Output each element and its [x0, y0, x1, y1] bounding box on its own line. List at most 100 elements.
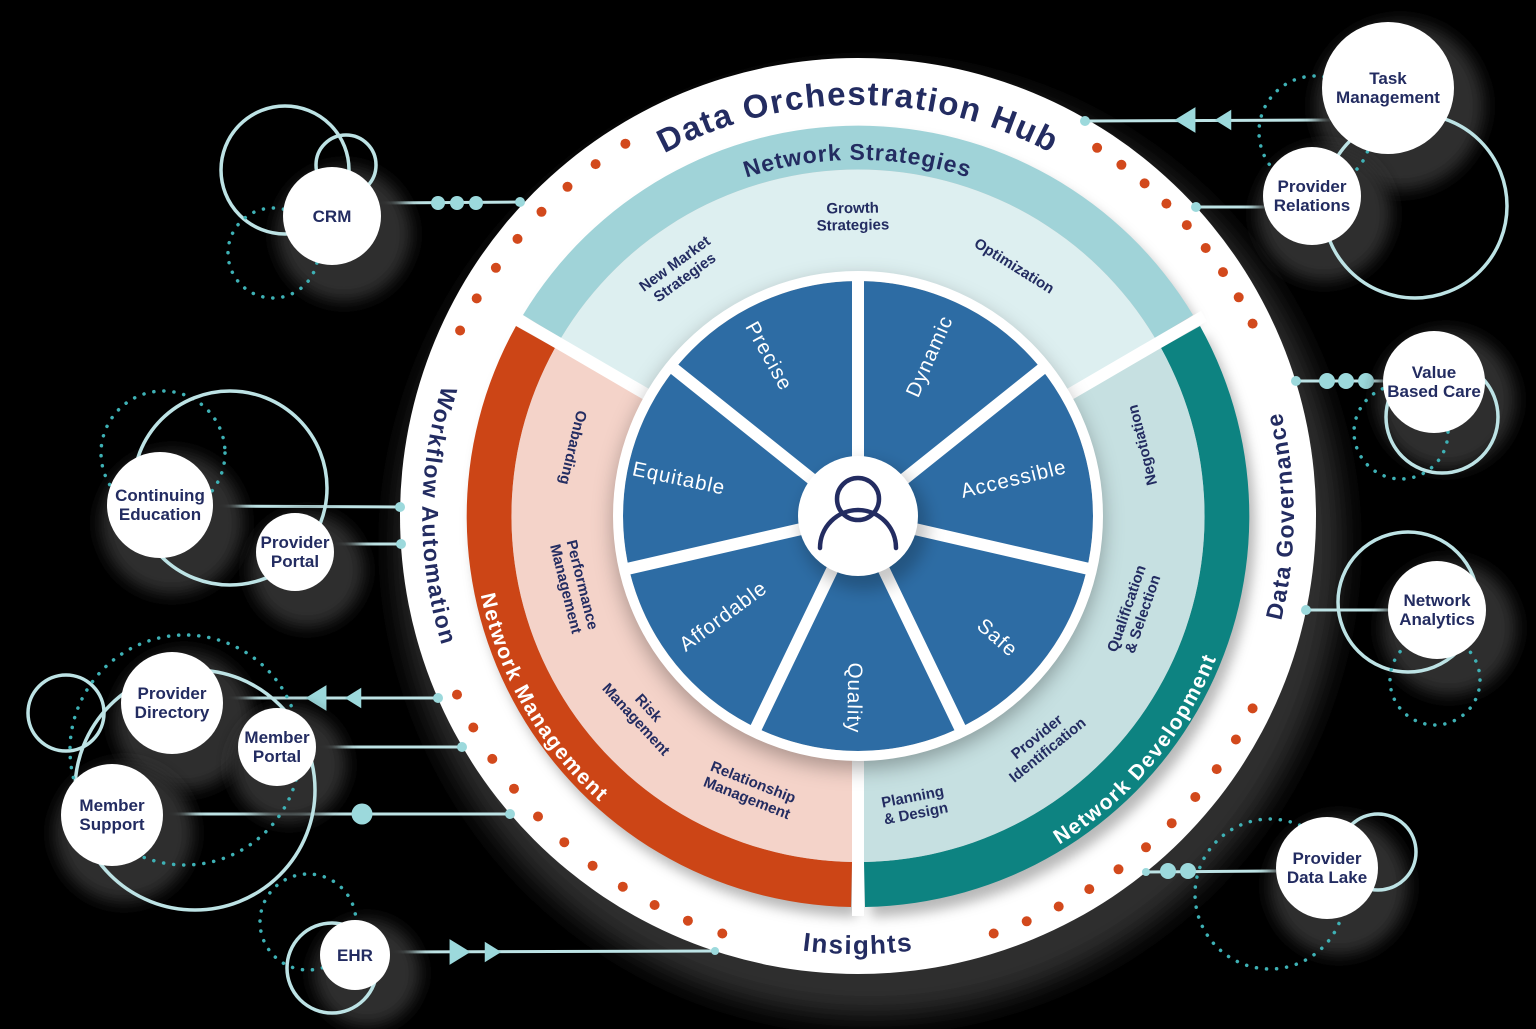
connector-end-dot: [1142, 868, 1150, 876]
accent-dot: [1247, 318, 1258, 329]
decorative-ring-solid: [26, 673, 106, 753]
connector-node-dot: [351, 803, 373, 825]
label-insights-text: Insights: [802, 927, 913, 960]
center-circle: [798, 456, 918, 576]
satellite-circle: [1263, 147, 1361, 245]
accent-dot: [1021, 916, 1032, 927]
accent-dot: [988, 928, 999, 939]
accent-dot: [620, 138, 631, 149]
accent-dot: [1113, 864, 1124, 875]
accent-dot: [1161, 198, 1172, 209]
accent-dot: [1139, 178, 1150, 189]
connector-member-support: [163, 803, 515, 825]
satellite-label-line: Education: [119, 505, 201, 524]
label-insights: Insights: [802, 927, 915, 960]
accent-dot: [452, 689, 462, 700]
accent-dot: [1084, 884, 1095, 895]
connector-end-dot: [457, 742, 467, 752]
accent-dot: [490, 262, 501, 273]
accent-dot: [1200, 243, 1211, 253]
satellite-label-line: Portal: [253, 747, 301, 766]
connector-line: [389, 949, 716, 954]
connector-continuing-education: [212, 502, 405, 512]
accent-dot: [512, 233, 523, 244]
accent-dot: [1247, 703, 1258, 714]
connector-network-analytics: [1301, 605, 1388, 615]
satellite-label-line: Provider: [138, 684, 207, 703]
satellite-circle: [1322, 22, 1454, 154]
satellite-label-line: Support: [79, 815, 144, 834]
satellite-label-line: Data Lake: [1287, 868, 1367, 887]
connector-arrow: [344, 687, 362, 709]
connector-end-dot: [515, 197, 525, 207]
connector-line: [212, 504, 401, 509]
segment-item-label: GrowthStrategies: [816, 199, 889, 234]
accent-dot: [487, 753, 498, 764]
accent-dot: [559, 837, 570, 848]
satellite-label-line: Member: [79, 796, 145, 815]
segment-gaps: [508, 310, 1208, 916]
connector-end-dot: [505, 809, 515, 819]
core-wheel-spokes: [621, 273, 1095, 736]
connector-end-dot: [1291, 376, 1301, 386]
satellite-circle: [61, 764, 163, 866]
satellite-circle: [1276, 817, 1378, 919]
connector-end-dot: [1191, 202, 1201, 212]
accent-dot: [1092, 142, 1103, 153]
satellite-circle: [1388, 561, 1486, 659]
accent-dot: [717, 928, 728, 939]
connector-value-based-care: [1291, 373, 1383, 389]
connector-provider-directory: [223, 685, 443, 711]
connector-provider-relations: [1191, 202, 1264, 212]
accent-dot: [590, 159, 601, 170]
connector-arrow: [1214, 109, 1232, 131]
person-icon: [817, 475, 899, 551]
satellite-ehr: EHR: [320, 920, 390, 990]
satellite-label-line: Portal: [271, 552, 319, 571]
segment-network-management-band: [466, 326, 852, 907]
satellite-label-line: Task: [1369, 69, 1407, 88]
segment-item-label-line: Growth: [826, 200, 879, 218]
satellite-circle: [283, 167, 381, 265]
segment-network-strategies-band: [523, 125, 1193, 338]
satellite-label-line: Member: [244, 728, 310, 747]
connector-end-dot: [711, 947, 719, 955]
connector-node-dot: [431, 196, 445, 210]
segment-item-label-line: Strategies: [817, 216, 890, 234]
connector-end-dot: [1080, 116, 1090, 126]
satellite-label-line: Directory: [135, 703, 210, 722]
satellite-label-line: Management: [1336, 88, 1440, 107]
satellite-label-line: Relations: [1274, 196, 1351, 215]
connector-arrow: [305, 685, 327, 711]
accent-dot: [587, 860, 598, 871]
connector-node-dot: [1338, 373, 1354, 389]
accent-dot: [455, 325, 466, 336]
decorative-ring-solid: [219, 104, 351, 236]
satellite-circle: [320, 920, 390, 990]
satellite-label-line: CRM: [313, 207, 352, 226]
segment-gap: [1049, 310, 1208, 410]
connector-end-dot: [1301, 605, 1311, 615]
accent-dot: [471, 293, 482, 304]
connector-node-dot: [1319, 373, 1335, 389]
satellite-label-line: Provider: [1293, 849, 1362, 868]
satellite-circle: [107, 452, 213, 558]
satellite-label: EHR: [337, 946, 373, 965]
connector-end-dot: [396, 539, 406, 549]
satellite-label: CRM: [313, 207, 352, 226]
connector-node-dot: [1160, 863, 1176, 879]
satellite-label-line: Continuing: [115, 486, 205, 505]
satellite-label-line: Analytics: [1399, 610, 1475, 629]
